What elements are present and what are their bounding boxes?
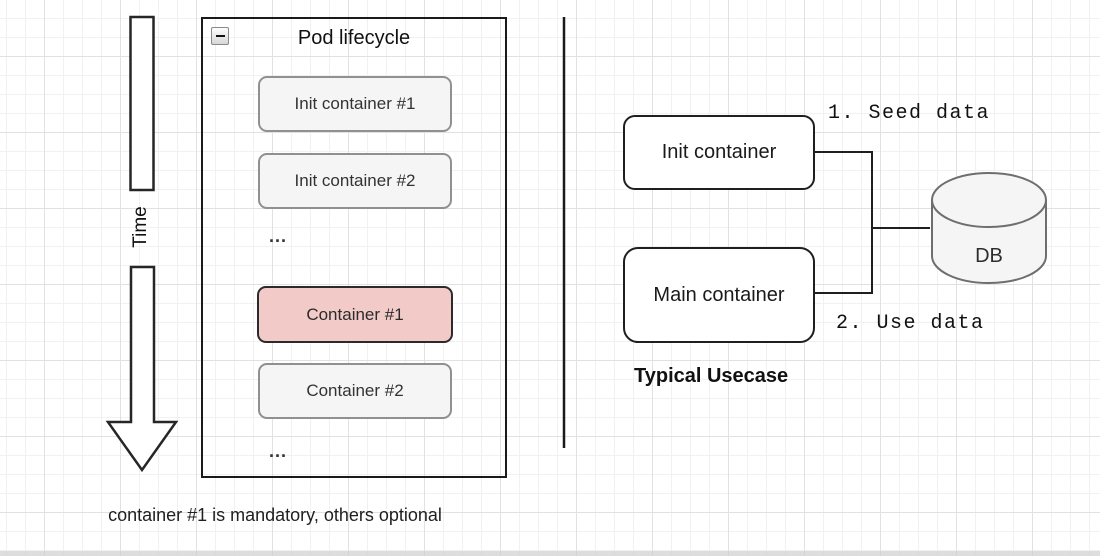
ellipsis-containers: ... bbox=[269, 440, 288, 461]
init-container-node[interactable]: Init container bbox=[623, 115, 815, 190]
seed-data-annotation: 1. Seed data bbox=[828, 102, 991, 125]
init-container-1-node[interactable]: Init container #1 bbox=[258, 76, 452, 132]
time-arrow-head[interactable] bbox=[105, 265, 179, 473]
bottom-edge-strip bbox=[0, 551, 1100, 556]
mandatory-caption: container #1 is mandatory, others option… bbox=[108, 505, 442, 525]
main-container-node[interactable]: Main container bbox=[623, 247, 815, 343]
ellipsis-init: ... bbox=[269, 225, 288, 246]
db-connector-lines bbox=[815, 151, 930, 294]
db-label: DB bbox=[975, 245, 1003, 267]
container-1-node[interactable]: Container #1 bbox=[257, 286, 453, 343]
pod-lifecycle-title: Pod lifecycle bbox=[297, 27, 411, 49]
db-cylinder[interactable]: DB bbox=[931, 172, 1047, 284]
minus-icon bbox=[215, 35, 225, 37]
collapse-button[interactable] bbox=[211, 27, 229, 45]
time-arrow-shaft[interactable] bbox=[129, 15, 155, 192]
use-data-annotation: 2. Use data bbox=[836, 312, 985, 335]
init-container-2-node[interactable]: Init container #2 bbox=[258, 153, 452, 209]
typical-usecase-caption: Typical Usecase bbox=[634, 365, 789, 387]
time-axis-label: Time bbox=[130, 206, 151, 248]
container-2-node[interactable]: Container #2 bbox=[258, 363, 452, 419]
pod-lifecycle-container[interactable]: Pod lifecycle Init container #1 Init con… bbox=[201, 17, 507, 478]
